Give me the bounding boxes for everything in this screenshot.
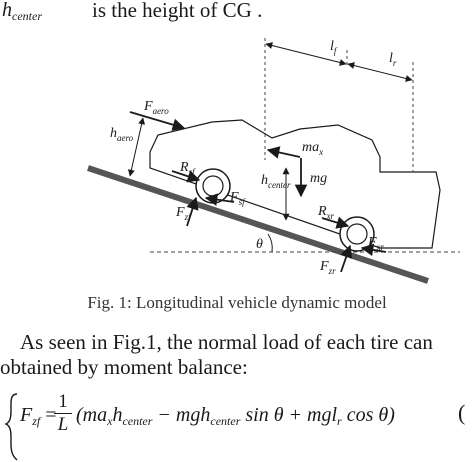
intro-text: is the height of CG . <box>92 0 263 22</box>
label-l-f: lf <box>330 39 338 56</box>
equation-lhs: Fzf = <box>20 404 57 428</box>
incline-angle-arc <box>267 233 273 253</box>
front-normal-force-arrow <box>186 196 199 227</box>
label-mg: mg <box>310 171 327 186</box>
label-l-r: lr <box>389 51 397 68</box>
lr-dimension <box>347 62 413 82</box>
front-wheel <box>195 168 231 204</box>
figure-caption: Fig. 1: Longitudinal vehicle dynamic mod… <box>87 293 387 312</box>
label-theta: θ <box>256 237 263 252</box>
h-aero-dimension <box>127 117 146 177</box>
front-rolling-resistance-arrow <box>171 170 201 183</box>
label-r-front: Rsf <box>179 160 196 177</box>
rear-normal-force-arrow <box>340 244 353 273</box>
label-f-xr: Fxr <box>367 235 385 252</box>
equation-rhs: (maxhcenter − mghcenter sin θ + mglr cos… <box>76 404 395 428</box>
equation-brace <box>4 393 18 461</box>
rear-rolling-resistance-arrow <box>321 216 350 229</box>
car-body <box>149 119 441 249</box>
label-f-zf: Fzf <box>175 205 192 222</box>
aero-force-arrow <box>129 111 186 131</box>
front-tractive-force-arrow <box>204 193 235 206</box>
vehicle-dynamics-figure: Faero haero Rsf Fzf Fsf max mg hcenter l… <box>87 38 460 284</box>
lf-dimension <box>265 42 347 66</box>
label-r-rear: Rxr <box>317 204 335 221</box>
label-f-aero: Faero <box>143 99 169 116</box>
label-m-ax: max <box>302 140 323 157</box>
road-surface <box>87 165 429 284</box>
label-h-aero: haero <box>110 126 134 143</box>
label-h-center: hcenter <box>261 173 291 190</box>
intro-line: hcenter is the height of CG . <box>0 0 474 26</box>
inertial-force-arrow <box>266 146 301 159</box>
h-center-variable: hcenter <box>2 0 42 23</box>
equation-number-paren: ( <box>458 400 466 425</box>
label-f-sf: Fsf <box>229 190 246 207</box>
equation-fraction: 1 L <box>54 392 72 435</box>
normal-load-equation: Fzf = 1 L (maxhcenter − mghcenter sin θ … <box>20 392 474 444</box>
label-f-zr: Fzr <box>319 259 336 276</box>
rear-tractive-force-arrow <box>360 243 387 257</box>
